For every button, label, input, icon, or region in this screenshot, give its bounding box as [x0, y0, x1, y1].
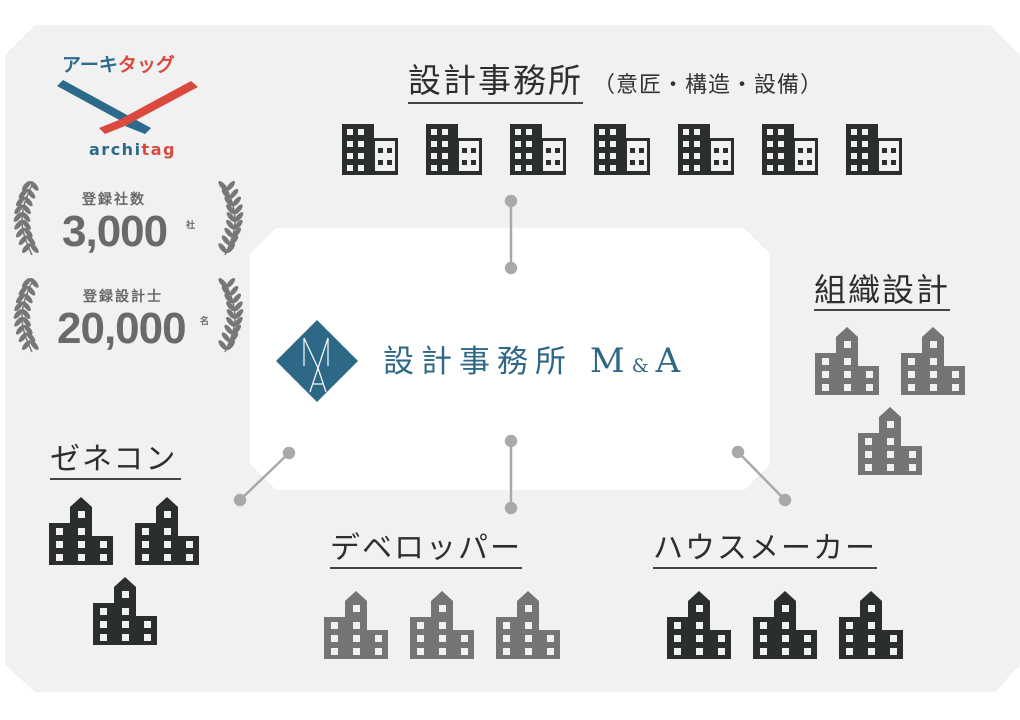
building-icon: [753, 591, 817, 663]
connector-dot: [778, 493, 792, 507]
brand-kana: アーキタッグ: [62, 50, 175, 77]
stat-unit-companies: 社: [186, 221, 196, 231]
center-title-amp: &: [631, 355, 656, 377]
office-building-icon: [678, 124, 734, 179]
connector-left: [239, 452, 290, 501]
ma-diamond-logo-icon: [276, 320, 358, 402]
connector-dot: [504, 194, 518, 208]
connector-dot: [731, 445, 745, 459]
design-office-title: 設計事務所: [408, 61, 583, 104]
office-building-icon: [426, 124, 482, 179]
office-building-icon: [594, 124, 650, 179]
connector-dot: [233, 493, 247, 507]
connector-dot: [504, 261, 518, 275]
brand-kana-red: タッグ: [117, 54, 175, 76]
connector-dot: [504, 501, 518, 515]
stat-label-architects: 登録設計士: [83, 289, 163, 305]
building-icon: [49, 497, 113, 569]
office-building-icon: [762, 124, 818, 179]
center-title-a: A: [655, 341, 688, 381]
stat-unit-architects: 名: [200, 317, 210, 327]
brand-roman-blue: archi: [89, 140, 142, 159]
developer-title: デベロッパー: [330, 531, 522, 569]
office-building-icon: [846, 124, 902, 179]
brand-roman-red: tag: [141, 140, 176, 159]
general-contractor-title: ゼネコン: [50, 442, 182, 480]
building-icon: [667, 591, 731, 663]
connector-dot: [504, 434, 518, 448]
office-building-icon: [510, 124, 566, 179]
building-icon: [410, 591, 474, 663]
stat-value-companies: 3,000: [62, 207, 168, 256]
building-icon: [815, 327, 879, 399]
connector-right: [737, 451, 786, 501]
center-title: 設計事務所 M&A: [383, 336, 687, 381]
design-office-subtitle: （意匠・構造・設備）: [593, 73, 824, 98]
building-icon: [324, 591, 388, 663]
brand-roman: architag: [89, 140, 176, 159]
stat-label-companies: 登録社数: [82, 192, 146, 208]
center-title-jp: 設計事務所: [383, 344, 573, 380]
building-icon: [93, 577, 157, 649]
connector-dot: [282, 446, 296, 460]
building-icon: [901, 327, 965, 399]
building-icon: [496, 591, 560, 663]
center-title-m: M: [589, 341, 632, 381]
building-icon: [839, 591, 903, 663]
organization-title: 組織設計: [814, 271, 951, 311]
group-design-office-title: 設計事務所 （意匠・構造・設備）: [408, 61, 824, 104]
building-icon: [135, 497, 199, 569]
brand-kana-blue: アーキ: [62, 54, 118, 76]
building-icon: [858, 407, 922, 479]
house-maker-title: ハウスメーカー: [653, 531, 877, 569]
brand-cross-icon: [57, 80, 198, 134]
stat-value-architects: 20,000: [57, 304, 187, 353]
office-building-icon: [342, 124, 398, 179]
